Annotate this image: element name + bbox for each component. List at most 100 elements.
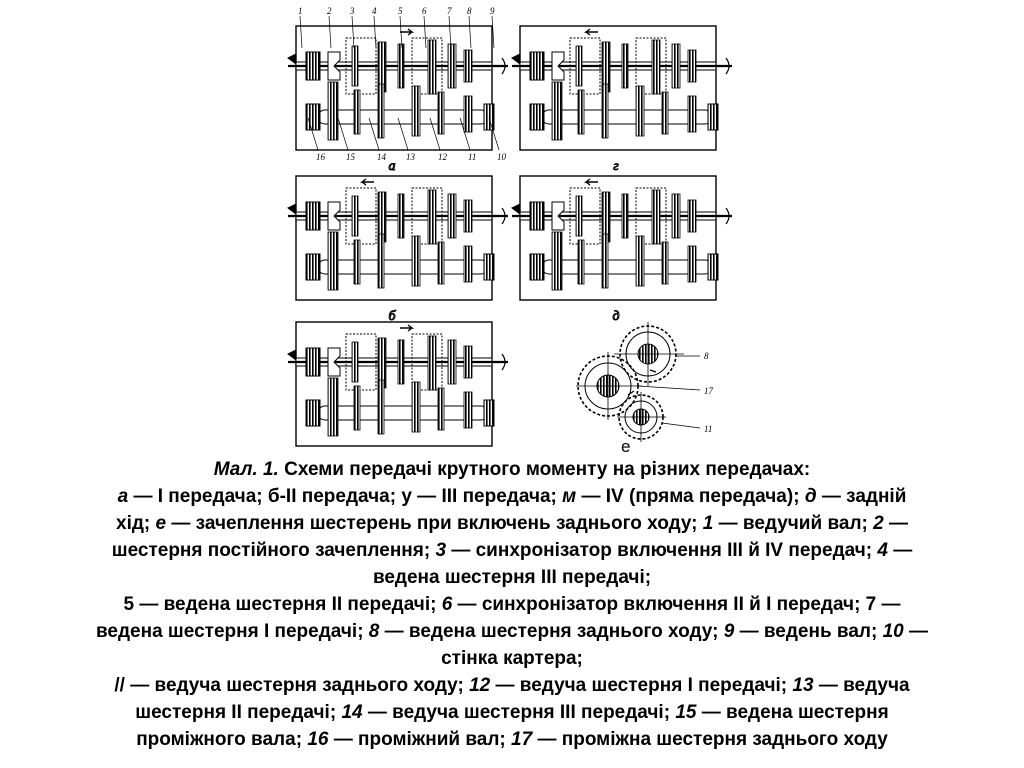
shift-direction-arrow	[400, 324, 415, 332]
output-end	[501, 57, 506, 75]
countershaft-bearing	[305, 253, 321, 281]
countershaft-gear-1	[551, 231, 563, 291]
countershaft-gear-2	[353, 89, 361, 135]
countershaft-gear-2	[353, 385, 361, 431]
countershaft	[317, 259, 489, 275]
countershaft-gear-4	[411, 85, 421, 137]
callout-leader-8	[468, 15, 472, 49]
countershaft-gear-6	[463, 245, 473, 283]
callout-number-11: 11	[468, 152, 476, 162]
countershaft-gear-4	[635, 235, 645, 287]
countershaft-bearing	[483, 399, 495, 427]
callout-leader-14	[368, 117, 380, 151]
housing-outline	[519, 25, 717, 151]
countershaft-bearing	[707, 103, 719, 131]
caption-ref-м: м	[562, 486, 577, 507]
callout-leader-13	[397, 117, 409, 151]
countershaft-gear-2	[577, 89, 585, 135]
driven-gear-3	[397, 43, 405, 89]
callout-leader-9	[491, 15, 495, 49]
driven-gear-5	[447, 339, 457, 385]
countershaft	[541, 259, 713, 275]
panel-a-gearbox: а	[287, 25, 508, 175]
synchronizer-3	[345, 187, 377, 245]
countershaft-gear-3	[601, 233, 609, 289]
driven-gear-1	[575, 195, 583, 237]
input-end	[287, 349, 297, 361]
caption-line-3: хід; е — зачеплення шестерень при включе…	[8, 510, 1016, 537]
callout-number-6: 6	[422, 6, 427, 16]
callout-leader-3	[351, 15, 355, 49]
caption-line-11: проміжного вала; 16 — проміжний вал; 17 …	[8, 726, 1016, 753]
caption-text: — ведучий вал;	[713, 513, 874, 534]
caption-line-10: шестерня II передачі; 14 — ведуча шестер…	[8, 699, 1016, 726]
panel-g-label: г	[613, 159, 619, 174]
caption-title: Мал. 1. Схеми передачі крутного моменту …	[8, 456, 1016, 483]
shift-direction-arrow	[583, 28, 598, 36]
caption-ref-17: 17	[511, 729, 533, 750]
caption-ref-а: а	[117, 486, 129, 507]
countershaft-bearing	[483, 103, 495, 131]
countershaft-gear-6	[463, 95, 473, 133]
input-end	[511, 53, 521, 65]
driven-gear-5	[671, 43, 681, 89]
caption-text: 5 — ведена шестерня II передачі;	[123, 594, 442, 615]
housing-outline	[295, 25, 493, 151]
constant-mesh-gear-2	[327, 201, 341, 231]
driven-gear-6	[687, 199, 697, 233]
panel-e-reverse-mesh	[576, 322, 701, 442]
callout-number-12: 12	[438, 152, 448, 162]
callout-number-3: 3	[349, 6, 355, 16]
caption-text: — задній	[816, 486, 907, 507]
caption-ref-е: е	[155, 513, 167, 534]
callout-leader-12	[429, 117, 441, 151]
caption-text: —	[903, 621, 929, 642]
synchronizer-3	[345, 333, 377, 391]
driven-gear-1	[351, 341, 359, 383]
countershaft-gear-6	[687, 95, 697, 133]
shift-direction-arrow	[583, 178, 598, 186]
caption-text: — ведена шестерня заднього ходу;	[379, 621, 724, 642]
figure-caption: Мал. 1. Схеми передачі крутного моменту …	[8, 456, 1016, 753]
driven-gear-1	[351, 195, 359, 237]
callout-leader-2	[328, 15, 332, 49]
caption-ref-1: 1	[702, 513, 714, 534]
caption-text: —	[883, 513, 908, 534]
caption-text: — ведуча шестерня I передачі;	[490, 675, 793, 696]
caption-text: проміжного вала;	[136, 729, 308, 750]
callout-leader-16	[307, 117, 319, 151]
constant-mesh-gear-2	[551, 51, 565, 81]
driven-gear-5	[447, 43, 457, 89]
countershaft-bearing	[483, 253, 495, 281]
countershaft-gear-3	[601, 83, 609, 139]
caption-text: — I передача; б-II передача; у — III пер…	[128, 486, 563, 507]
countershaft-bearing	[707, 253, 719, 281]
shift-direction-arrow	[359, 178, 374, 186]
callout-number-7: 7	[447, 6, 452, 16]
driven-gear-3	[397, 339, 405, 385]
caption-text: —	[887, 540, 913, 561]
driven-gear-6	[687, 49, 697, 83]
driven-gear-4	[427, 189, 437, 245]
panel-a-label: а	[389, 159, 396, 174]
synchronizer-3	[345, 37, 377, 95]
callout-leader-4	[373, 15, 377, 49]
panel-d-label: д	[612, 309, 619, 324]
countershaft	[317, 109, 489, 125]
caption-text: — ведуча шестерня III передачі;	[362, 702, 676, 723]
caption-text: ведена шестерня III передачі;	[372, 567, 652, 588]
panel-e-num-8: 8	[704, 351, 709, 361]
panel-e-label: е	[621, 437, 630, 456]
callout-number-2: 2	[327, 6, 332, 16]
driven-gear-3	[621, 43, 629, 89]
panel-g-gearbox: г	[511, 25, 732, 175]
countershaft-bearing	[529, 253, 545, 281]
countershaft-gear-5	[437, 91, 445, 135]
caption-ref-16: 16	[307, 729, 329, 750]
driven-gear-5	[671, 193, 681, 239]
driven-gear-3	[621, 193, 629, 239]
caption-ref-12: 12	[469, 675, 491, 696]
caption-title-text: Схеми передачі крутного моменту на різни…	[278, 459, 811, 480]
caption-text: — IV (пряма передача);	[576, 486, 805, 507]
panel-b-label: б	[388, 309, 396, 324]
